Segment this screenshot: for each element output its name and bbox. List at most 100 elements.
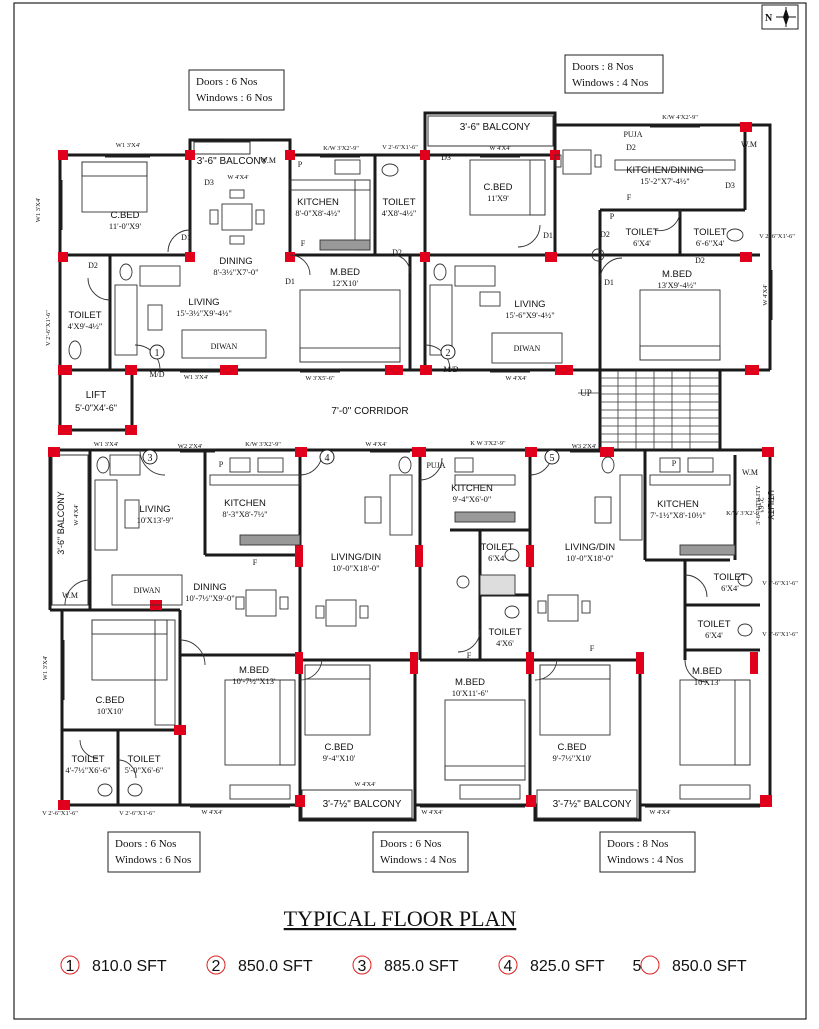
opening-tag: K W 3'X2'-9" [470,440,506,447]
room-name: TOILET [480,542,513,553]
room-size: 5'-0"X6'-6" [125,765,164,775]
opening-tag: V 2'-6"X1'-6" [119,810,155,817]
opening-tag: K/W 3'X2'-9" [726,510,762,517]
room-name: 3'-7½" BALCONY [553,799,632,810]
room-name: DINING [193,582,226,593]
unit-marker: 4 [325,453,330,464]
room-name: TOILET [697,619,730,630]
main-door-label: M/D [149,370,164,379]
unit-marker-circle [319,449,335,465]
room-size: 6'X4' [633,238,651,248]
room-name: KITCHEN [451,483,493,494]
room-size: 10'-0"X18'-0" [566,553,613,563]
unit-marker: 2 [446,348,451,359]
staircase [578,370,720,450]
room-size: 15'-2"X7'-4½" [640,176,689,186]
room-size: 8'-3"X8'-7½" [222,509,267,519]
sheet-border [13,2,807,1020]
diwan-label: DIWAN [134,586,161,595]
opening-tag: V 2'-6"X1'-6" [45,310,52,346]
room-size: 3'-6" [756,497,765,512]
room-size: 10'-7½"X13' [232,676,276,686]
structural-columns [48,122,774,810]
walls [48,111,772,822]
opening-tag: W2 2'X4' [178,443,203,450]
door-tag: D2 [392,248,402,257]
area-number-circle [640,955,660,975]
area-number: 4 [504,958,513,975]
room-name: TOILET [625,227,658,238]
diwan-label: DIWAN [514,344,541,353]
area-value: 850.0 SFT [672,958,747,975]
room-name: C.BED [483,182,512,193]
opening-tag: V 2'-6"X1'-6" [759,233,795,240]
room-size: 9'-4"X10' [323,753,356,763]
opening-tag: W1 3'X4' [184,374,209,381]
summary-box [372,831,469,873]
fridge-label: F [253,558,258,567]
door-tag: D3 [204,178,214,187]
north-arrow-icon: N [761,4,799,30]
area-number: 1 [66,958,75,975]
room-size: 6'X4' [705,630,723,640]
unit-marker-circle [142,449,158,465]
puja-label: PUJA [623,130,642,139]
room-name: TOILET [488,627,521,638]
fridge-label: F [590,644,595,653]
room-size: 9'-7½"X10' [553,753,592,763]
room-size: 4'X9'-4½" [68,321,103,331]
room-labels: C.BED11'-0"X9'DINING8'-3½"X7'-0"KITCHEN8… [35,114,798,817]
room-size: 8'-3½"X7'-0" [213,267,258,277]
room-name: M.BED [692,666,722,677]
room-name: KITCHEN [657,499,699,510]
doors-count: Doors : 6 Nos [196,76,257,88]
windows-count: Windows : 6 Nos [115,854,191,866]
fridge-label: F [627,193,632,202]
room-size: 10'-0"X18'-0" [332,563,379,573]
room-name: TOILET [713,572,746,583]
room-name: LIVING [514,299,545,310]
room-size: 13'X9'-4½" [658,280,697,290]
area-number: 3 [358,958,367,975]
door-tag: D1 [543,231,553,240]
door-swings [64,209,708,779]
pantry-label: P [219,460,224,469]
room-name: TOILET [71,754,104,765]
opening-tag: W 4'X4' [762,284,769,305]
door-tag: D1 [285,277,295,286]
room-name: LIVING/DIN [565,542,615,553]
room-size: 10'X13'-9" [137,515,174,525]
opening-tag: W1 3'X4' [116,142,141,149]
unit-marker-circle [544,449,560,465]
room-name: KITCHEN/DINING [626,165,704,176]
area-value: 825.0 SFT [530,958,605,975]
room-size: 6'X4' [488,553,506,563]
room-name: KITCHEN [224,498,266,509]
furniture [68,149,753,800]
room-name: DINING [219,256,252,267]
unit-marker: 5 [550,453,555,464]
door-tag: D3 [725,181,735,190]
area-number: 5 [633,958,642,975]
windows-count: Windows : 6 Nos [196,92,272,104]
doors-count: Doors : 6 Nos [380,838,441,850]
fridge-label: F [301,239,306,248]
opening-tag: W 4'X4' [421,809,442,816]
room-size: 6'-6"X4' [696,238,725,248]
room-size: 6'X4' [721,583,739,593]
door-tag: D2 [600,230,610,239]
opening-tag: V 2'-6"X1'-6" [42,810,78,817]
room-name: 3'-6" BALCONY [56,491,66,554]
lift-label: LIFT [86,390,107,401]
room-size: 8'-0"X8'-4½" [295,208,340,218]
opening-tag: K/W 4'X2'-9" [662,114,698,121]
summary-box [599,831,696,873]
windows [58,123,773,808]
room-name: C.BED [324,742,353,753]
area-number-circle [206,955,226,975]
unit-marker: 1 [155,348,160,359]
doors-count: Doors : 6 Nos [115,838,176,850]
room-name: LIVING/DIN [331,552,381,563]
